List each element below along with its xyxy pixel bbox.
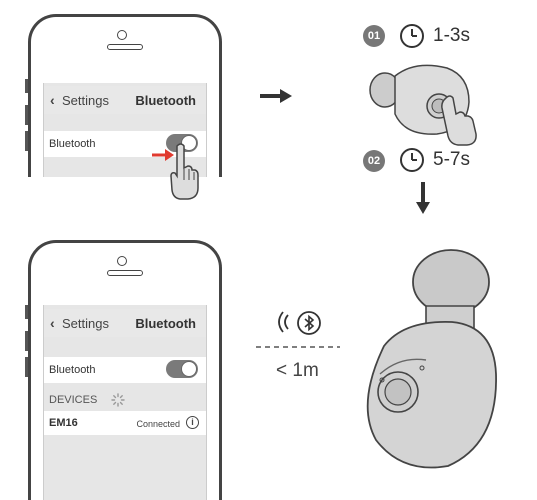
phone-top: ‹ Settings Bluetooth Bluetooth [25, 14, 222, 177]
earbud-illustration [366, 249, 497, 469]
loading-spinner-icon [111, 393, 125, 407]
clock-icon [400, 24, 424, 48]
right-arrow-icon [260, 89, 292, 103]
phone-bottom: ‹ Settings Bluetooth Bluetooth DEVICES E… [25, 240, 222, 500]
side-button [25, 79, 28, 93]
info-icon[interactable]: i [186, 416, 199, 429]
toggle-knob [181, 135, 197, 151]
clock-icon [400, 148, 424, 172]
down-arrow-icon [416, 182, 430, 214]
bluetooth-row-label: Bluetooth [49, 364, 96, 376]
toggle-knob [181, 361, 197, 377]
settings-navbar: ‹ Settings Bluetooth [44, 309, 206, 337]
device-name: EM16 [49, 417, 78, 429]
side-button [25, 357, 28, 377]
bluetooth-toggle[interactable] [166, 360, 198, 378]
device-status: Connected [136, 419, 180, 429]
device-row[interactable]: EM16 Connected i [44, 411, 206, 435]
range-label: < 1m [276, 360, 319, 381]
hand-tap-icon [170, 143, 199, 200]
side-button [25, 305, 28, 319]
devices-header: DEVICES [49, 394, 98, 406]
range-divider [256, 346, 340, 348]
nudge-arrow-icon [152, 149, 174, 161]
step-badge-01: 01 [363, 25, 385, 47]
back-chevron-icon[interactable]: ‹ [50, 315, 55, 331]
side-button [25, 131, 28, 151]
page-title: Bluetooth [135, 93, 196, 108]
bluetooth-icon [297, 311, 321, 335]
step-badge-02: 02 [363, 150, 385, 172]
back-label[interactable]: Settings [62, 316, 109, 331]
signal-waves-icon [278, 311, 289, 333]
speaker-icon [107, 270, 143, 276]
step-duration-02: 5-7s [433, 149, 470, 170]
bluetooth-row-label: Bluetooth [49, 138, 96, 150]
page-title: Bluetooth [135, 316, 196, 331]
hand-tap-icon [441, 95, 477, 146]
settings-navbar: ‹ Settings Bluetooth [44, 86, 206, 114]
step-duration-01: 1-3s [433, 25, 470, 46]
camera-icon [117, 256, 127, 266]
back-chevron-icon[interactable]: ‹ [50, 92, 55, 108]
side-button [25, 331, 28, 351]
bluetooth-row: Bluetooth [44, 357, 206, 383]
back-label[interactable]: Settings [62, 93, 109, 108]
bluetooth-toggle[interactable] [166, 134, 198, 152]
phone-screen: ‹ Settings Bluetooth Bluetooth [43, 83, 207, 177]
speaker-icon [107, 44, 143, 50]
phone-screen: ‹ Settings Bluetooth Bluetooth DEVICES E… [43, 305, 207, 500]
side-button [25, 105, 28, 125]
camera-icon [117, 30, 127, 40]
